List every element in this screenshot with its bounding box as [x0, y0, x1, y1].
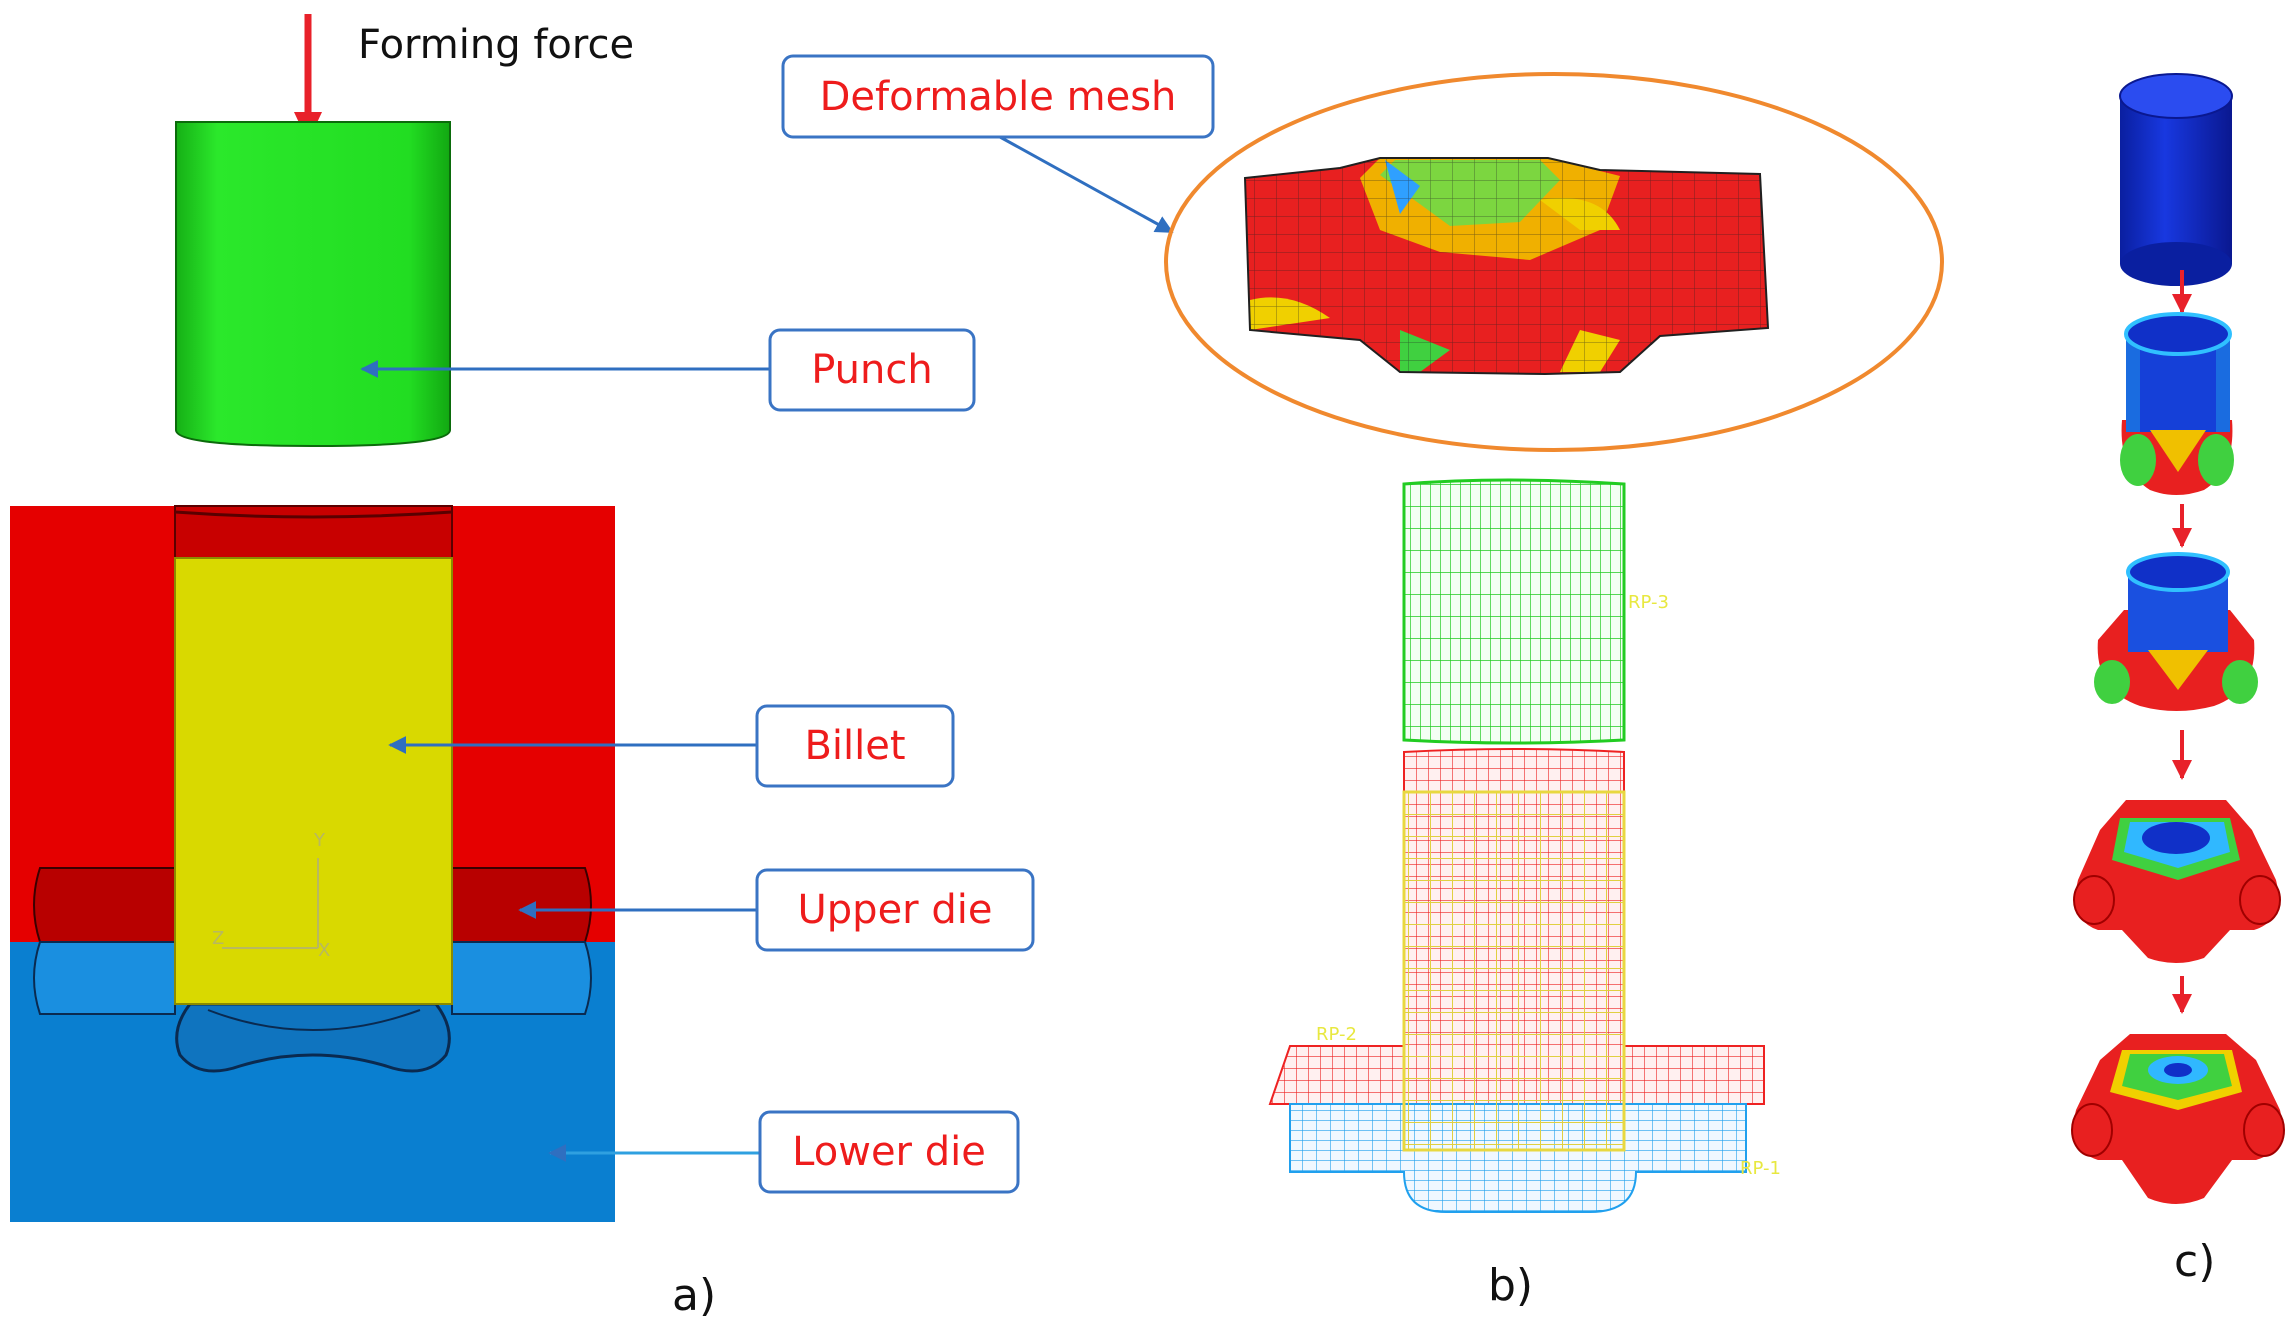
deformed-mesh-contour: [1243, 157, 1770, 376]
panel-b-caption: b): [1488, 1260, 1533, 1311]
rp2-label: RP-2: [1316, 1024, 1357, 1045]
deformable-mesh-label: Deformable mesh: [820, 74, 1177, 120]
upper-die-cavity-rim: [174, 510, 453, 519]
upper-die-right-channel: [451, 867, 592, 943]
lower-die-callout: Lower die: [548, 1110, 1020, 1194]
punch-mesh: [1402, 478, 1626, 745]
lower-die-left-channel: [33, 941, 176, 1015]
axis-y-label: Y: [313, 830, 326, 851]
panel-c-caption: c): [2174, 1236, 2215, 1287]
billet-shape: [174, 557, 453, 1005]
billet-label: Billet: [804, 723, 905, 769]
axis-x-label: X: [318, 940, 330, 961]
upper-die-callout: Upper die: [518, 868, 1035, 952]
upper-die-left-channel: [33, 867, 176, 943]
punch-callout: Punch: [360, 328, 976, 412]
punch-shape: [175, 121, 451, 448]
lower-die-right-channel: [451, 941, 592, 1015]
stage-2-billet: [2120, 312, 2234, 495]
forming-force-label: Forming force: [358, 22, 634, 68]
panel-a: Forming force Y Z X Punch: [10, 14, 1035, 1321]
billet-mesh: [1402, 790, 1626, 1152]
billet-callout: Billet: [388, 704, 955, 788]
stage-5-billet: [2071, 1034, 2285, 1204]
stage-3-billet: [2094, 552, 2258, 711]
punch-label: Punch: [811, 347, 932, 393]
zoom-ellipse: [1164, 72, 1944, 452]
stage-1-billet: [2119, 73, 2233, 286]
lower-die-label: Lower die: [792, 1129, 986, 1175]
axis-triad: [222, 858, 319, 949]
rp3-label: RP-3: [1628, 592, 1669, 613]
panel-c: c): [2071, 73, 2285, 1287]
deformable-mesh-callout: Deformable mesh: [781, 54, 1215, 234]
axis-z-label: Z: [212, 928, 224, 949]
panel-a-caption: a): [672, 1270, 716, 1321]
rp1-label: RP-1: [1740, 1158, 1781, 1179]
stage-4-billet: [2073, 800, 2281, 963]
panel-b: Deformable mesh RP-3 RP-2 RP-1 b): [781, 54, 1944, 1311]
upper-die-label: Upper die: [798, 887, 993, 933]
